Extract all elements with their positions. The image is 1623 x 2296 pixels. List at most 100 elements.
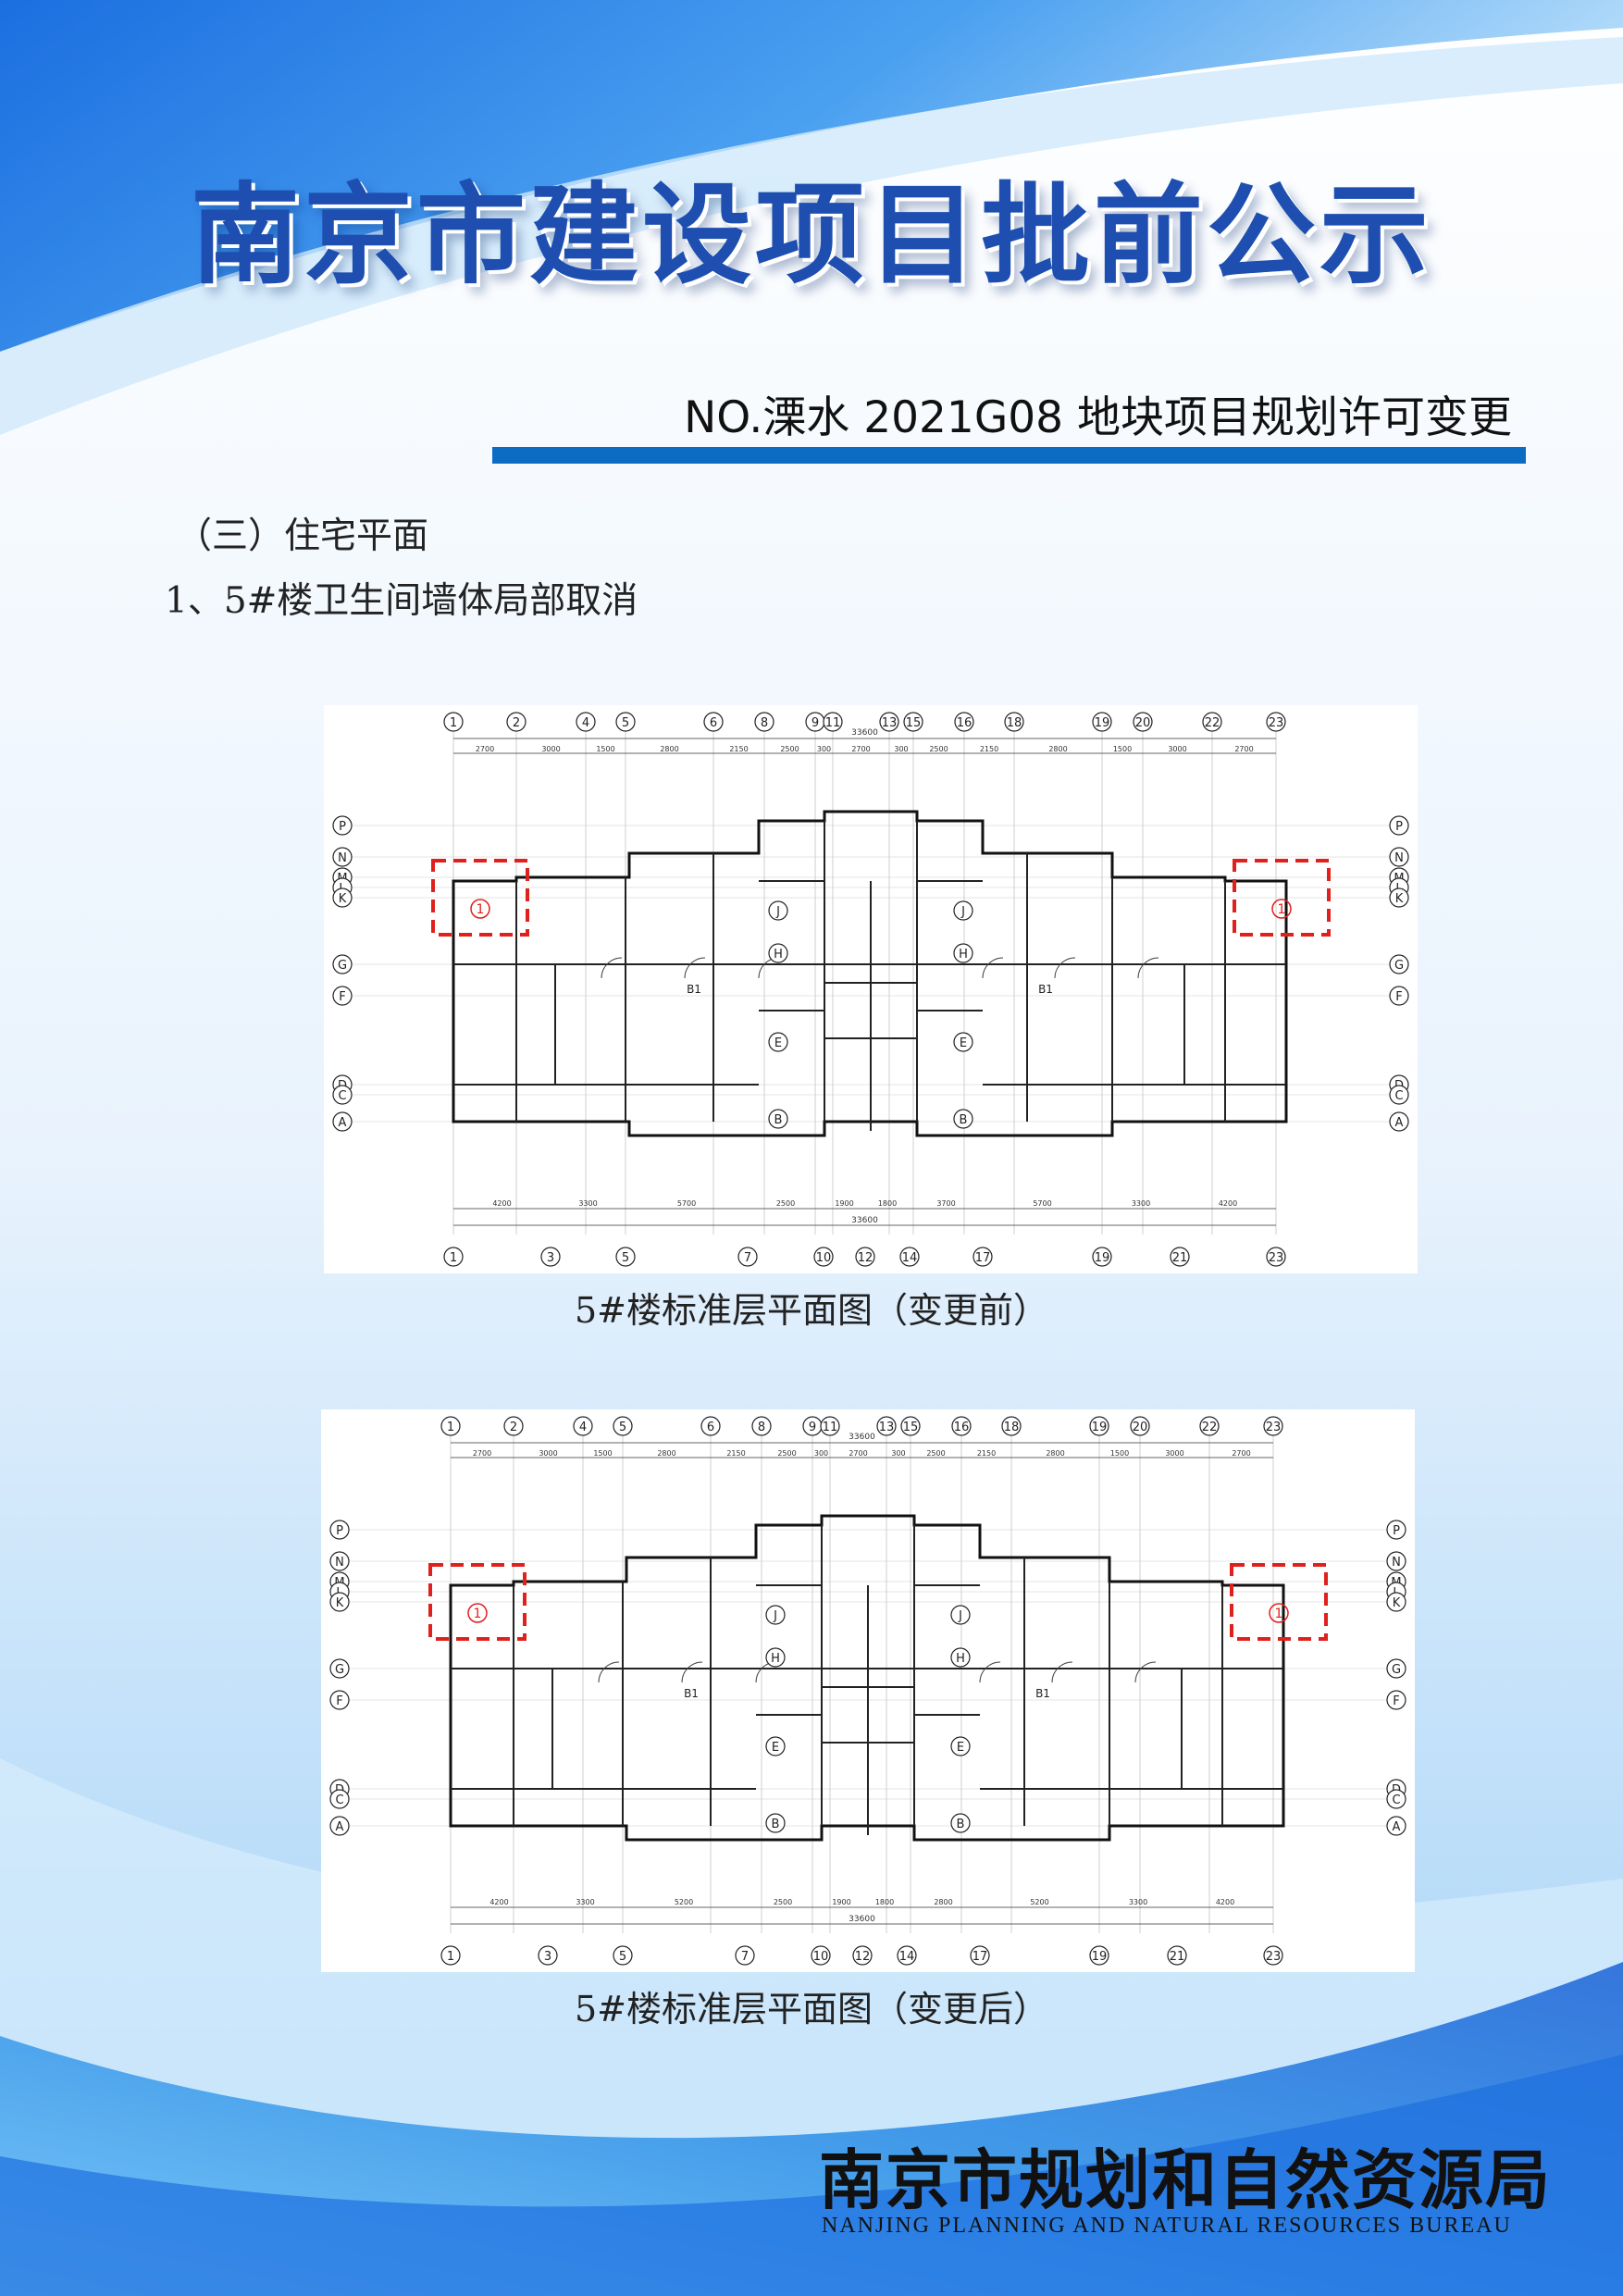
plan-marker-label: J	[960, 905, 965, 919]
plan-marker-label: J	[773, 1609, 777, 1623]
top-axis-bubble-label: 4	[582, 716, 589, 730]
plan-marker-label: B	[774, 1113, 783, 1127]
bottom-dim-label: 4200	[1216, 1898, 1234, 1906]
top-axis-bubble-circle	[879, 712, 899, 732]
top-axis-bubble-circle	[1092, 712, 1112, 732]
change-highlight-box	[428, 1563, 527, 1641]
bottom-dim-label: 5700	[677, 1199, 696, 1208]
bottom-axis-bubble-label: 17	[973, 1950, 988, 1964]
top-dim-label: 2800	[1046, 1449, 1064, 1458]
left-axis-bubble-circle	[332, 1085, 353, 1105]
top-dim-label: 300	[891, 1449, 905, 1458]
right-axis-bubble-label: N	[1392, 1556, 1401, 1570]
right-axis-bubble-label: P	[1395, 820, 1403, 834]
top-dim-label: 2700	[1234, 745, 1253, 753]
top-axis-bubble-label: 23	[1266, 1421, 1282, 1434]
left-axis-bubble-label: F	[336, 1694, 342, 1708]
change-marker-label: 1	[477, 902, 485, 917]
issuer-name-cn: 南京市规划和自然资源局	[819, 2141, 1552, 2218]
top-axis-bubble-label: 18	[1004, 1421, 1020, 1434]
top-dim-label: 300	[894, 745, 908, 753]
top-axis-bubble-circle	[1199, 1416, 1220, 1436]
change-marker-label: 1	[1278, 902, 1286, 917]
bottom-axis-bubble-label: 23	[1266, 1950, 1282, 1964]
top-dim-label: 3000	[541, 745, 560, 753]
overall-dim-bottom: 33600	[849, 1915, 875, 1924]
bottom-axis-bubble-label: 10	[813, 1950, 829, 1964]
top-axis-bubble-circle	[613, 1416, 633, 1436]
plan-marker-circle	[950, 1736, 971, 1756]
top-axis-bubble-label: 13	[879, 1421, 895, 1434]
plan-marker-label: J	[775, 905, 780, 919]
bottom-axis-bubble-circle	[1092, 1247, 1112, 1267]
door-swing	[979, 1661, 1001, 1683]
top-dim-label: 2700	[849, 1449, 867, 1458]
bottom-dim-label: 5700	[1033, 1199, 1051, 1208]
top-axis-bubble-circle	[1266, 712, 1286, 732]
bottom-axis-bubble-circle	[737, 1247, 758, 1267]
top-dim-label: 2150	[977, 1449, 996, 1458]
bottom-axis-bubble-circle	[855, 1247, 875, 1267]
top-dim-label: 2800	[657, 1449, 675, 1458]
door-swing	[681, 1661, 703, 1683]
right-axis-bubble-label: K	[1395, 892, 1404, 906]
left-axis-bubble-label: P	[336, 1524, 343, 1538]
bottom-axis-bubble-label: 14	[902, 1251, 918, 1265]
change-marker-circle	[467, 1603, 488, 1623]
plan-marker-circle	[765, 1605, 786, 1625]
left-axis-bubble-label: A	[339, 1116, 347, 1130]
top-axis-bubble-label: 22	[1205, 716, 1220, 730]
left-axis-bubble-circle	[329, 1592, 350, 1612]
right-axis-bubble-label: P	[1393, 1524, 1400, 1538]
plan-marker-circle	[953, 1032, 973, 1052]
bottom-dim-label: 1900	[835, 1199, 853, 1208]
door-swing	[1051, 1661, 1073, 1683]
bottom-axis-bubble-label: 21	[1172, 1251, 1188, 1265]
right-axis-bubble-circle	[1389, 1111, 1409, 1132]
top-axis-bubble-circle	[573, 1416, 593, 1436]
unit-label-right: B1	[1035, 1687, 1050, 1700]
change-marker-label: 1	[474, 1607, 482, 1621]
right-axis-bubble-label: G	[1392, 1663, 1401, 1677]
top-dim-label: 2500	[929, 745, 948, 753]
bottom-axis-bubble-label: 12	[858, 1251, 873, 1265]
bottom-dim-label: 1900	[832, 1898, 850, 1906]
left-axis-bubble-circle	[329, 1789, 350, 1809]
top-axis-bubble-label: 4	[579, 1421, 587, 1434]
bottom-axis-bubble-label: 7	[741, 1950, 749, 1964]
bottom-axis-bubble-label: 5	[619, 1950, 626, 1964]
bottom-dim-label: 3700	[936, 1199, 955, 1208]
unit-label-right: B1	[1038, 983, 1053, 996]
top-axis-bubble-label: 16	[954, 1421, 970, 1434]
top-dim-label: 2500	[777, 1449, 796, 1458]
top-axis-bubble-label: 15	[906, 716, 922, 730]
bottom-dim-label: 3300	[1132, 1199, 1150, 1208]
bottom-axis-bubble-circle	[899, 1247, 920, 1267]
top-dim-label: 300	[817, 745, 831, 753]
right-axis-bubble-label: K	[1393, 1596, 1401, 1610]
top-axis-bubble-circle	[1004, 712, 1024, 732]
top-axis-bubble-label: 9	[809, 1421, 816, 1434]
bottom-axis-bubble-circle	[1266, 1247, 1286, 1267]
right-axis-bubble-circle	[1389, 954, 1409, 974]
top-axis-bubble-circle	[1001, 1416, 1022, 1436]
plan-marker-label: H	[771, 1652, 780, 1666]
top-axis-bubble-label: 20	[1133, 1421, 1148, 1434]
bottom-dim-label: 4200	[1219, 1199, 1237, 1208]
bottom-axis-bubble-label: 7	[744, 1251, 751, 1265]
right-axis-bubble-label: A	[1395, 1116, 1404, 1130]
floor-plan-after-caption: 5#楼标准层平面图（变更后）	[574, 1989, 1049, 2029]
change-highlight-box	[431, 859, 529, 937]
right-axis-bubble-label: F	[1395, 990, 1402, 1004]
issuer-name-en: NANJING PLANNING AND NATURAL RESOURCES B…	[822, 2214, 1512, 2238]
door-swing	[1134, 1661, 1157, 1683]
bottom-axis-bubble-circle	[813, 1247, 834, 1267]
bottom-dim-label: 2500	[774, 1898, 792, 1906]
top-axis-bubble-label: 11	[825, 716, 841, 730]
top-axis-bubble-circle	[440, 1416, 461, 1436]
right-axis-bubble-label: A	[1393, 1820, 1401, 1834]
change-marker-circle	[1269, 1603, 1289, 1623]
right-axis-bubble-label: C	[1392, 1793, 1400, 1807]
